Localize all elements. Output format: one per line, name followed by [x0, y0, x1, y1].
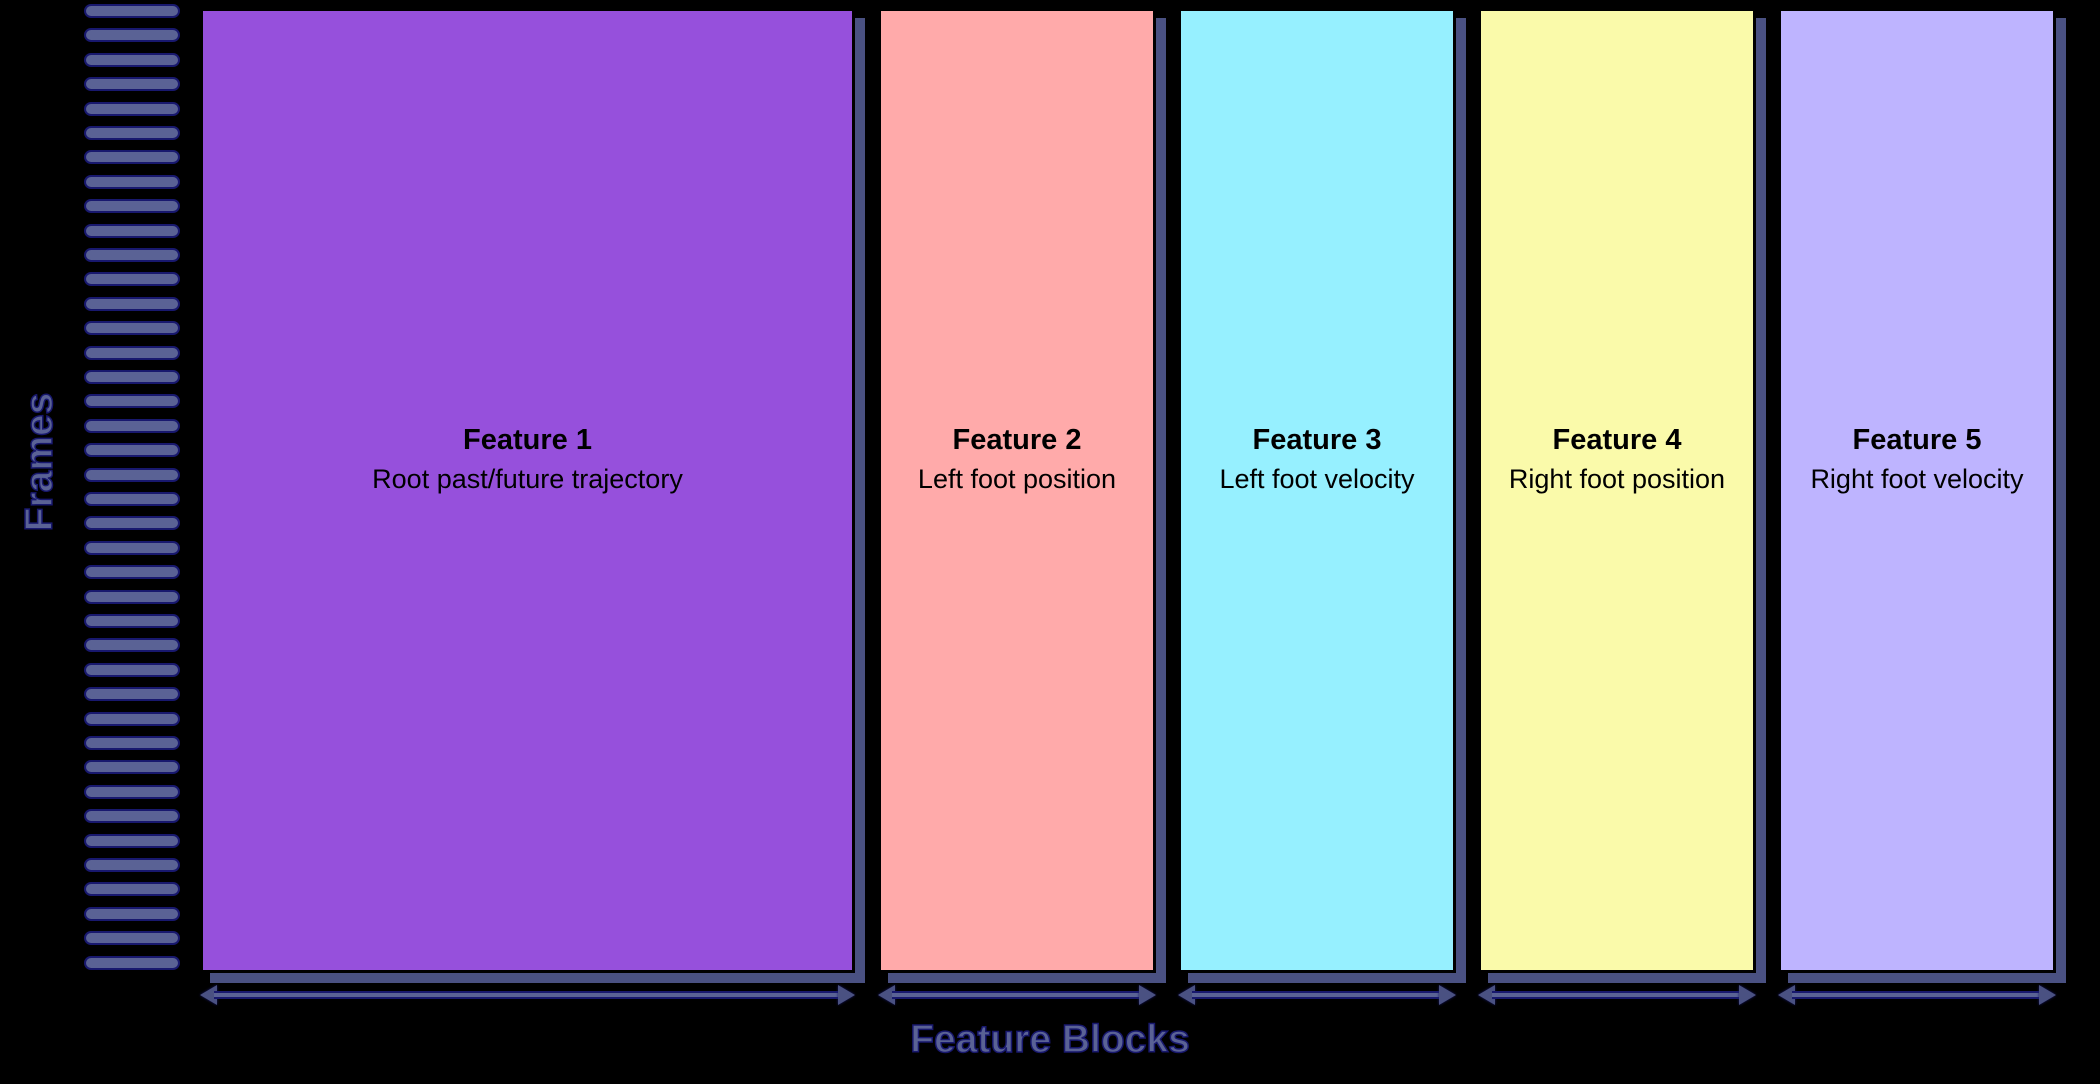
arrow-right-head-icon — [1139, 985, 1156, 1005]
feature-block-subtitle: Root past/future trajectory — [372, 464, 683, 494]
frame-tick — [84, 858, 180, 872]
frame-tick — [84, 345, 180, 360]
frames-axis — [0, 0, 190, 1000]
feature-block-width-arrow-5 — [1778, 980, 2056, 1010]
arrow-right-head-icon — [2039, 985, 2056, 1005]
frame-tick — [84, 565, 180, 580]
frame-tick — [84, 150, 180, 165]
feature-block-width-arrow-1 — [200, 980, 855, 1010]
frame-tick — [84, 248, 180, 262]
frames-axis-label: Frames — [17, 392, 62, 532]
frame-tick — [84, 540, 180, 555]
feature-block-width-arrow-3 — [1178, 980, 1456, 1010]
feature-block-subtitle: Right foot velocity — [1810, 464, 2024, 494]
frame-tick — [84, 174, 180, 189]
feature-block-subtitle: Left foot velocity — [1219, 464, 1415, 494]
frame-tick — [84, 638, 180, 653]
feature-block-label: Feature 1 Root past/future trajectory — [203, 426, 852, 493]
frame-tick — [84, 736, 180, 750]
feature-block-label: Feature 4 Right foot position — [1481, 426, 1753, 493]
frame-tick — [84, 370, 180, 384]
frame-tick — [84, 614, 180, 628]
frame-tick — [84, 882, 180, 897]
feature-block-body[interactable]: Feature 1 Root past/future trajectory — [200, 8, 855, 973]
frame-tick — [84, 931, 180, 946]
feature-block-label: Feature 3 Left foot velocity — [1181, 426, 1453, 493]
feature-block-body[interactable]: Feature 3 Left foot velocity — [1178, 8, 1456, 973]
frame-tick — [84, 662, 180, 677]
frame-tick — [84, 199, 180, 214]
arrow-left-head-icon — [878, 985, 895, 1005]
feature-block-title: Feature 3 — [1252, 424, 1382, 456]
feature-block-label: Feature 5 Right foot velocity — [1781, 426, 2053, 493]
frame-tick — [84, 492, 180, 506]
feature-block-title: Feature 1 — [463, 424, 592, 456]
arrow-left-head-icon — [1178, 985, 1195, 1005]
frame-tick — [84, 4, 180, 18]
frame-tick — [84, 28, 180, 43]
frame-tick — [84, 77, 180, 92]
frame-tick — [84, 687, 180, 702]
frame-tick — [84, 467, 180, 482]
frame-tick — [84, 760, 180, 775]
feature-block-body[interactable]: Feature 4 Right foot position — [1478, 8, 1756, 973]
arrow-shaft — [1192, 991, 1442, 999]
arrow-left-head-icon — [1478, 985, 1495, 1005]
feature-block-label: Feature 2 Left foot position — [881, 426, 1153, 493]
arrow-right-head-icon — [1439, 985, 1456, 1005]
frame-tick — [84, 418, 180, 433]
frame-tick — [84, 784, 180, 799]
frame-tick — [84, 321, 180, 336]
feature-block-title: Feature 5 — [1852, 424, 1982, 456]
frame-tick — [84, 101, 180, 116]
frame-tick — [84, 296, 180, 311]
frame-tick — [84, 711, 180, 726]
frame-tick — [84, 906, 180, 921]
frame-tick — [84, 809, 180, 824]
feature-block-subtitle: Left foot position — [917, 464, 1117, 494]
arrow-shaft — [1792, 991, 2042, 999]
feature-block-title: Feature 4 — [1552, 424, 1682, 456]
feature-block-width-arrow-2 — [878, 980, 1156, 1010]
feature-block-subtitle: Right foot position — [1508, 464, 1726, 494]
arrow-left-head-icon — [1778, 985, 1795, 1005]
frame-tick — [84, 833, 180, 848]
frame-tick — [84, 223, 180, 238]
frame-tick — [84, 516, 180, 531]
arrow-right-head-icon — [1739, 985, 1756, 1005]
feature-block-title: Feature 2 — [952, 424, 1082, 456]
arrow-left-head-icon — [200, 985, 217, 1005]
feature-block-width-arrow-4 — [1478, 980, 1756, 1010]
frame-tick — [84, 443, 180, 458]
feature-blocks-axis-label: Feature Blocks — [909, 1017, 1190, 1062]
frame-tick — [84, 52, 180, 67]
frame-tick — [84, 589, 180, 604]
frame-tick — [84, 272, 180, 287]
feature-block-body[interactable]: Feature 5 Right foot velocity — [1778, 8, 2056, 973]
frame-tick — [84, 394, 180, 409]
arrow-right-head-icon — [838, 985, 855, 1005]
arrow-shaft — [214, 991, 841, 999]
frame-tick — [84, 126, 180, 140]
frame-tick — [84, 955, 180, 970]
arrow-shaft — [1492, 991, 1742, 999]
feature-block-body[interactable]: Feature 2 Left foot position — [878, 8, 1156, 973]
arrow-shaft — [892, 991, 1142, 999]
